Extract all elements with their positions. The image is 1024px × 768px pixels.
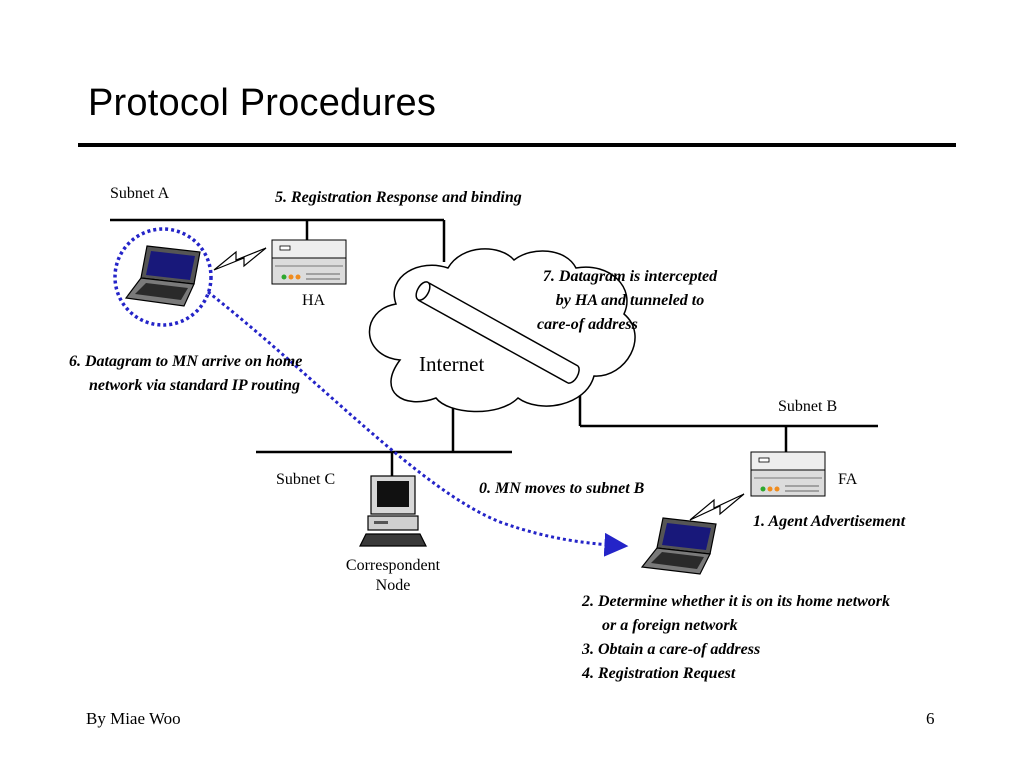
movement-path — [207, 290, 629, 557]
subnet-a-bus — [110, 218, 446, 262]
steps-2-4-list: 2. Determine whether it is on its home n… — [582, 590, 890, 686]
subnet-b-bus — [578, 392, 878, 452]
home-laptop-icon — [124, 245, 201, 307]
step-6-line1: 6. Datagram to MN arrive on home — [69, 353, 303, 370]
home-network-circle — [113, 227, 213, 327]
lightning-icon — [689, 493, 745, 521]
correspondent-label-line1: Correspondent — [345, 557, 441, 574]
step-1-label: 1. Agent Advertisement — [753, 513, 906, 530]
step-5-label: 5. Registration Response and binding — [275, 189, 522, 206]
ha-server-icon — [271, 239, 347, 285]
step-7-label: 7. Datagram is intercepted by HA and tun… — [510, 265, 750, 337]
cloud-icon — [368, 248, 636, 413]
step-2-line1: 2. Determine whether it is on its home n… — [582, 593, 891, 610]
step-6-line2: network via standard IP routing — [89, 377, 301, 394]
subnet-a-label: Subnet A — [110, 185, 170, 202]
lightning-icon — [213, 247, 267, 271]
step-4-label: 4. Registration Request — [582, 665, 736, 682]
step-3-label: 3. Obtain a care-of address — [582, 641, 761, 658]
page-number: 6 — [926, 709, 935, 728]
fa-label: FA — [838, 471, 858, 488]
step-0-label: 0. MN moves to subnet B — [479, 480, 645, 497]
slide-title: Protocol Procedures — [88, 82, 437, 124]
step-7-line2: by HA and tunneled to — [555, 292, 705, 309]
fa-server-icon — [750, 451, 826, 497]
desktop-computer-icon — [359, 475, 427, 547]
subnet-c-label: Subnet C — [276, 471, 336, 488]
tunnel-icon — [415, 281, 580, 384]
step-2-line2: or a foreign network — [602, 617, 738, 634]
subnet-b-label: Subnet B — [778, 398, 838, 415]
step-6-label: 6. Datagram to MN arrive on home network… — [69, 350, 302, 398]
step-7-line1: 7. Datagram is intercepted — [542, 268, 718, 285]
step-7-line3: care-of address — [537, 316, 638, 333]
moved-laptop-icon — [640, 517, 717, 575]
ha-label: HA — [302, 292, 326, 309]
footer-author: By Miae Woo — [86, 709, 181, 728]
correspondent-label-line2: Node — [375, 577, 411, 594]
title-rule — [78, 143, 956, 147]
internet-label: Internet — [419, 352, 485, 376]
correspondent-node-label: Correspondent Node — [326, 556, 460, 596]
